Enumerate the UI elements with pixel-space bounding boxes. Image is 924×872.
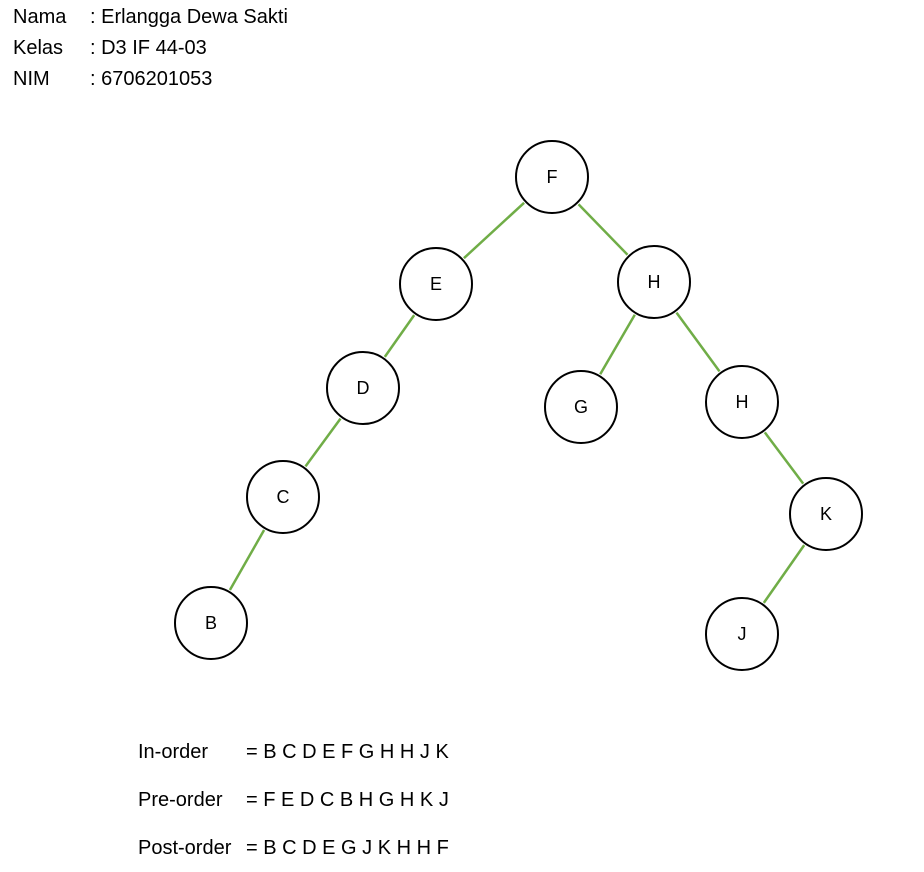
tree-nodes: F E H D G H C K B J: [174, 140, 863, 671]
tree-node-circle: [544, 370, 618, 444]
traversal-value: = B C D E G J K H H F: [246, 837, 449, 859]
traversal-label: Pre-order: [138, 789, 223, 811]
info-label: NIM: [13, 68, 50, 90]
tree-node-label: K: [820, 504, 832, 524]
info-label: Kelas: [13, 37, 64, 59]
tree-node-label: H: [736, 392, 749, 412]
tree-node-circle: [326, 351, 400, 425]
tree-edge: [763, 431, 805, 485]
tree-node-circle: [789, 477, 863, 551]
tree-edge: [675, 311, 721, 373]
tree-node-label: C: [277, 487, 290, 507]
tree-edge: [599, 314, 636, 375]
tree-node-label: G: [574, 397, 588, 417]
tree-node-circle: [246, 460, 320, 534]
info-value: : 6706201053: [90, 68, 213, 90]
info-value: : D3 IF 44-03: [90, 37, 207, 59]
traversal-value: = B C D E F G H H J K: [246, 741, 449, 763]
traversal-results: In-order = B C D E F G H H J K Pre-order…: [138, 728, 449, 872]
student-info: Nama : Erlangga Dewa Sakti Kelas : D3 IF…: [13, 2, 288, 95]
tree-node: H: [617, 245, 691, 319]
tree-node: H: [705, 365, 779, 439]
tree-node: G: [544, 370, 618, 444]
tree-node-label: B: [205, 613, 217, 633]
traversal-value: = F E D C B H G H K J: [246, 789, 449, 811]
tree-node-circle: [399, 247, 473, 321]
tree-node-label: F: [547, 167, 558, 187]
info-row-nim: NIM : 6706201053: [13, 64, 288, 95]
tree-edge: [228, 529, 266, 591]
tree-node-circle: [515, 140, 589, 214]
info-row-kelas: Kelas : D3 IF 44-03: [13, 33, 288, 64]
tree-node: C: [246, 460, 320, 534]
tree-node-label: D: [357, 378, 370, 398]
info-label: Nama: [13, 6, 67, 28]
tree-node-circle: [617, 245, 691, 319]
tree-node-label: J: [738, 624, 747, 644]
traversal-row-preorder: Pre-order = F E D C B H G H K J: [138, 776, 449, 824]
traversal-label: Post-order: [138, 837, 232, 859]
tree-node: J: [705, 597, 779, 671]
tree-edge: [304, 417, 342, 468]
info-value: : Erlangga Dewa Sakti: [90, 6, 288, 28]
tree-node: E: [399, 247, 473, 321]
tree-node: F: [515, 140, 589, 214]
traversal-row-postorder: Post-order = B C D E G J K H H F: [138, 824, 449, 872]
tree-node-label: H: [648, 272, 661, 292]
tree-node-circle: [705, 365, 779, 439]
tree-node: K: [789, 477, 863, 551]
tree-edge: [463, 201, 525, 260]
tree-node-circle: [705, 597, 779, 671]
tree-edge: [383, 314, 416, 358]
tree-node: B: [174, 586, 248, 660]
tree-edge: [762, 544, 806, 604]
tree-edge: [577, 203, 629, 256]
tree-node-label: E: [430, 274, 442, 294]
traversal-label: In-order: [138, 741, 209, 763]
binary-tree-diagram: F E H D G H C K B J: [174, 140, 863, 671]
tree-edges: [228, 201, 806, 604]
info-row-nama: Nama : Erlangga Dewa Sakti: [13, 2, 288, 33]
tree-node: D: [326, 351, 400, 425]
traversal-row-inorder: In-order = B C D E F G H H J K: [138, 728, 449, 776]
tree-node-circle: [174, 586, 248, 660]
